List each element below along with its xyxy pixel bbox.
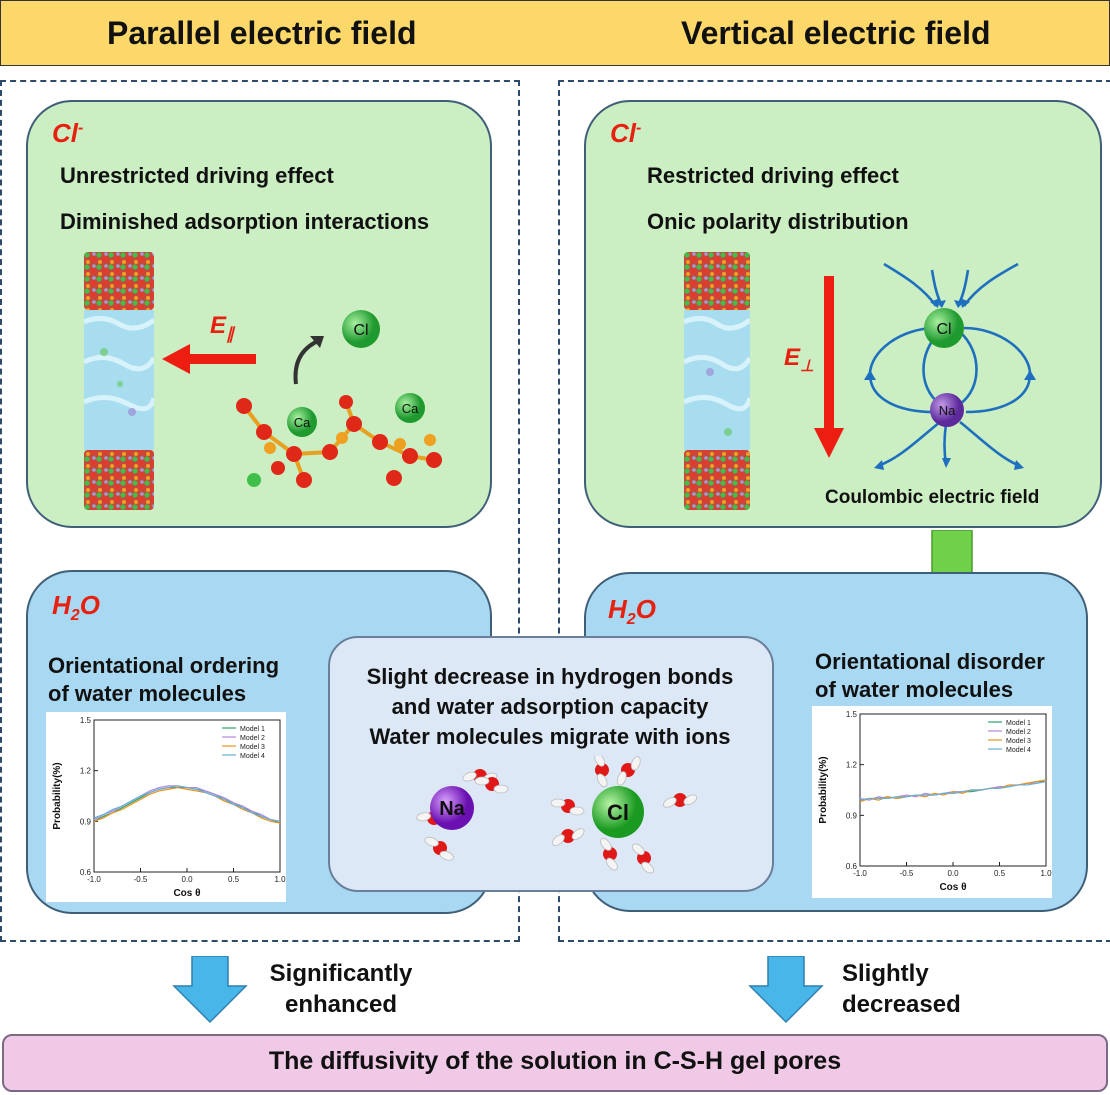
series-line-1 — [93, 786, 281, 824]
right-h2o-line2: of water molecules — [815, 677, 1014, 702]
series-line-4 — [93, 785, 281, 822]
series-line-4 — [859, 780, 1047, 801]
x-tick-label: 0.0 — [181, 875, 193, 884]
header-bar: Parallel electric field Vertical electri… — [0, 0, 1110, 66]
ca-atom-1: Ca — [287, 407, 317, 437]
legend-label-4: Model 4 — [1006, 747, 1031, 754]
center-na-ion — [430, 786, 474, 830]
left-pore-image — [84, 252, 154, 510]
svg-text:Na: Na — [939, 403, 956, 418]
x-axis-label: Cos θ — [173, 888, 200, 899]
right-field-arrow — [814, 276, 844, 458]
right-header-title: Vertical electric field — [681, 15, 991, 51]
x-tick-label: -0.5 — [134, 875, 148, 884]
right-cl-line2: Onic polarity distribution — [647, 209, 909, 234]
coulombic-field-diagram: Cl Na — [864, 262, 1036, 470]
svg-text:Cl: Cl — [936, 321, 951, 338]
curved-arrow-icon — [293, 336, 324, 385]
right-cl-label: Cl- — [610, 118, 642, 148]
left-header-title: Parallel electric field — [107, 15, 417, 51]
left-h2o-line2: of water molecules — [48, 681, 247, 706]
left-h2o-line1: Orientational ordering — [48, 653, 280, 678]
y-tick-label: 0.9 — [80, 817, 92, 826]
right-na-atom — [930, 393, 964, 427]
series-line-2 — [93, 785, 281, 822]
legend-label-2: Model 2 — [240, 735, 265, 742]
y-tick-label: 1.5 — [80, 716, 92, 725]
legend-label-3: Model 3 — [240, 744, 265, 751]
svg-text:Ca: Ca — [402, 401, 419, 416]
coulombic-caption: Coulombic electric field — [825, 487, 1040, 508]
y-tick-label: 0.6 — [846, 862, 858, 871]
left-cl-label: Cl- — [52, 118, 84, 148]
center-line1: Slight decrease in hydrogen bonds — [366, 664, 734, 689]
right-pore-image — [684, 252, 750, 510]
center-line3: Water molecules migrate with ions — [369, 724, 731, 749]
x-tick-label: 1.0 — [1040, 869, 1052, 878]
legend-label-1: Model 1 — [240, 726, 265, 733]
y-tick-label: 1.2 — [80, 767, 92, 776]
left-surface-molecules — [236, 395, 442, 488]
legend-label-1: Model 1 — [1006, 720, 1031, 727]
y-tick-label: 0.9 — [846, 811, 858, 820]
legend-label-3: Model 3 — [1006, 738, 1031, 745]
x-axis-label: Cos θ — [939, 882, 966, 893]
y-tick-label: 0.6 — [80, 868, 92, 877]
y-tick-label: 1.2 — [846, 761, 858, 770]
left-field-label: E∥ — [210, 312, 235, 343]
center-cl-ion — [592, 786, 644, 838]
left-h2o-label: H2O — [52, 590, 100, 625]
x-tick-label: 1.0 — [274, 875, 286, 884]
right-cl-atom — [924, 308, 964, 348]
plot-frame — [859, 713, 1047, 867]
left-cl-line1: Unrestricted driving effect — [60, 163, 334, 188]
plot-frame — [93, 719, 281, 873]
footer-text: The diffusivity of the solution in C-S-H… — [268, 1047, 842, 1075]
right-result-arrow — [748, 956, 824, 1024]
left-dashed-panel — [0, 80, 520, 942]
footer-bar: The diffusivity of the solution in C-S-H… — [2, 1034, 1108, 1092]
left-field-arrow — [162, 344, 256, 374]
y-axis-label: Probability(%) — [818, 756, 829, 823]
y-tick-label: 1.5 — [846, 710, 858, 719]
left-result-arrow — [172, 956, 248, 1024]
right-h2o-line1: Orientational disorder — [815, 649, 1045, 674]
svg-text:Ca: Ca — [294, 415, 311, 430]
left-cl-line2: Diminished adsorption interactions — [60, 209, 430, 234]
right-cl-box — [584, 100, 1102, 528]
legend-label-2: Model 2 — [1006, 729, 1031, 736]
ca-atom-2: Ca — [395, 393, 425, 423]
center-hydration-illustration: Na Cl — [415, 756, 699, 876]
center-info-box — [328, 636, 774, 892]
right-cl-line1: Restricted driving effect — [647, 163, 899, 188]
series-line-3 — [93, 786, 281, 824]
legend-label-4: Model 4 — [240, 753, 265, 760]
x-tick-label: -0.5 — [900, 869, 914, 878]
right-dashed-panel — [558, 80, 1110, 942]
x-tick-label: 0.5 — [994, 869, 1006, 878]
left-cl-atom: Cl — [342, 310, 380, 348]
left-cl-atom-label: Cl — [353, 322, 368, 339]
x-tick-label: 0.0 — [947, 869, 959, 878]
svg-text:Na: Na — [439, 798, 465, 820]
right-field-label: E⊥ — [784, 344, 814, 375]
y-axis-label: Probability(%) — [52, 762, 63, 829]
svg-text:Cl: Cl — [607, 800, 629, 825]
center-line2: and water adsorption capacity — [391, 694, 709, 719]
x-tick-label: -1.0 — [87, 875, 101, 884]
x-tick-label: -1.0 — [853, 869, 867, 878]
x-tick-label: 0.5 — [228, 875, 240, 884]
right-h2o-label: H2O — [608, 594, 656, 629]
